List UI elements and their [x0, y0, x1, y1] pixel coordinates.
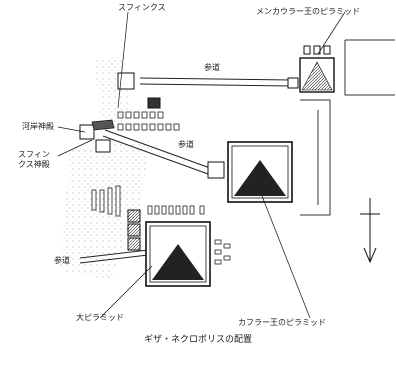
khafre-pyramid — [227, 141, 293, 203]
label-causeway-menkaure: 参道 — [204, 63, 220, 72]
label-sphinx-temple: スフィン クス神殿 — [18, 150, 50, 169]
label-great-pyramid: 大ピラミッド — [76, 313, 124, 322]
causeways — [79, 77, 291, 264]
great-pyramid — [145, 221, 211, 287]
label-khafre-pyramid: カフラー王のピラミッド — [238, 318, 326, 327]
label-valley-temple: 河岸神殿 — [22, 122, 54, 131]
label-menkaure-pyramid: メンカウラー王のピラミッド — [256, 7, 360, 16]
queens-pyramids — [127, 209, 141, 251]
map-caption: ギザ・ネクロポリスの配置 — [143, 335, 252, 345]
mastaba-tombs — [91, 111, 231, 265]
north-arrow-icon — [360, 198, 380, 264]
plateau-boundary — [300, 39, 395, 216]
temples — [79, 72, 299, 179]
label-causeway-khafre: 参道 — [178, 140, 194, 149]
sphinx — [91, 119, 115, 131]
label-causeway-khufu: 参道 — [54, 256, 70, 265]
label-sphinx: スフィンクス — [118, 3, 166, 12]
leader-lines — [57, 11, 346, 319]
menkaure-pyramid — [299, 45, 335, 93]
